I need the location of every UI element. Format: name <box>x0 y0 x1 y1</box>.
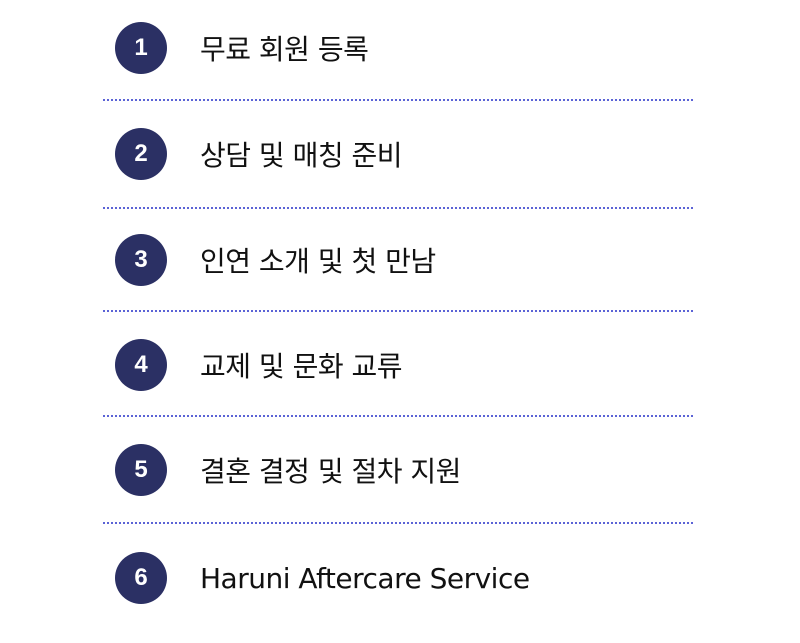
step-item: 3 인연 소개 및 첫 만남 <box>103 230 693 290</box>
step-number-badge: 6 <box>115 552 167 604</box>
divider <box>103 522 693 524</box>
step-label: 상담 및 매칭 준비 <box>200 139 403 172</box>
divider <box>103 99 693 101</box>
step-label: 결혼 결정 및 절차 지원 <box>200 455 461 488</box>
step-label: 교제 및 문화 교류 <box>200 350 403 383</box>
divider <box>103 415 693 417</box>
step-number-badge: 2 <box>115 128 167 180</box>
step-number-badge: 4 <box>115 339 167 391</box>
step-item: 5 결혼 결정 및 절차 지원 <box>103 440 693 500</box>
step-label: 인연 소개 및 첫 만남 <box>200 245 436 278</box>
divider <box>103 207 693 209</box>
step-item: 2 상담 및 매칭 준비 <box>103 124 693 184</box>
step-label: 무료 회원 등록 <box>200 33 369 66</box>
step-number-badge: 3 <box>115 234 167 286</box>
step-item: 1 무료 회원 등록 <box>103 18 693 78</box>
step-number-badge: 1 <box>115 22 167 74</box>
step-item: 6 Haruni Aftercare Service <box>103 548 693 608</box>
step-item: 4 교제 및 문화 교류 <box>103 335 693 395</box>
step-number-badge: 5 <box>115 444 167 496</box>
step-label: Haruni Aftercare Service <box>200 561 530 595</box>
divider <box>103 310 693 312</box>
